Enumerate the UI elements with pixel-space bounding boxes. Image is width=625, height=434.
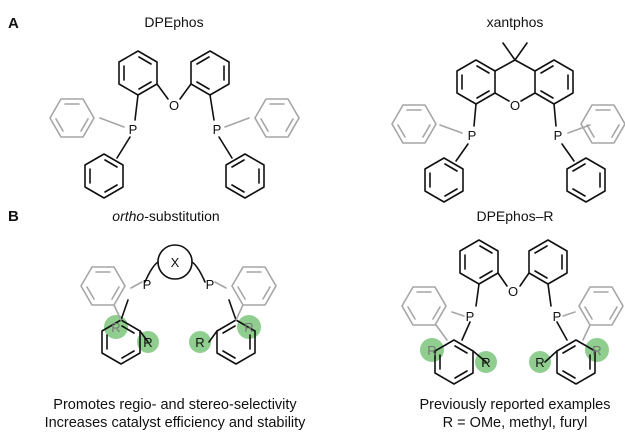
xantphos-structure: O P P [391,42,625,203]
dpephos-p-atom-left: P [129,122,138,137]
xantphos-o-atom: O [510,98,520,113]
caption-efficiency: Increases catalyst efficiency and stabil… [45,415,307,431]
caption-previous-examples: Previously reported examples [419,397,610,413]
dpephos-structure: O P P [49,50,300,199]
dpephos-r-p-atom-left: P [466,309,475,324]
x-linker-label: X [171,255,180,270]
dpephos-o-atom: O [169,98,179,113]
dpephos-r-r-sub-right: R [535,355,544,370]
ortho-r-sub-left: R [143,335,152,350]
dpephos-r-r-sub-left: R [481,355,490,370]
ortho-p-atom-right: P [206,277,215,292]
dpephos-r-r-ring-left: R [427,343,436,358]
ortho-r-ring-left: R [111,320,120,335]
xantphos-p-atom-left: P [468,128,477,143]
dpephos-r-o-atom: O [508,284,518,299]
dpephos-r-title: DPEphos–R [476,208,553,224]
panel-a-label: A [8,15,19,32]
ortho-substitution-title: ortho-substitution [112,208,219,224]
dpephos-r-p-atom-right: P [553,309,562,324]
ortho-italic: ortho [112,208,144,224]
caption-r-groups: R = OMe, methyl, furyl [443,415,588,431]
ortho-substitution-scheme: X P P R R R R [80,244,277,365]
dpephos-r-structure: O P P R R R R [401,239,624,385]
panel-b-label: B [8,208,19,225]
dpephos-p-atom-right: P [213,122,222,137]
ortho-r-sub-right: R [195,335,204,350]
xantphos-title: xantphos [487,14,544,30]
xantphos-p-atom-right: P [554,128,563,143]
substitution-rest: -substitution [144,208,219,224]
ortho-p-atom-left: P [143,277,152,292]
dpephos-r-r-ring-right: R [592,343,601,358]
ortho-r-ring-right: R [244,320,253,335]
caption-selectivity: Promotes regio- and stereo-selectivity [53,397,297,413]
dpephos-title: DPEphos [144,14,203,30]
